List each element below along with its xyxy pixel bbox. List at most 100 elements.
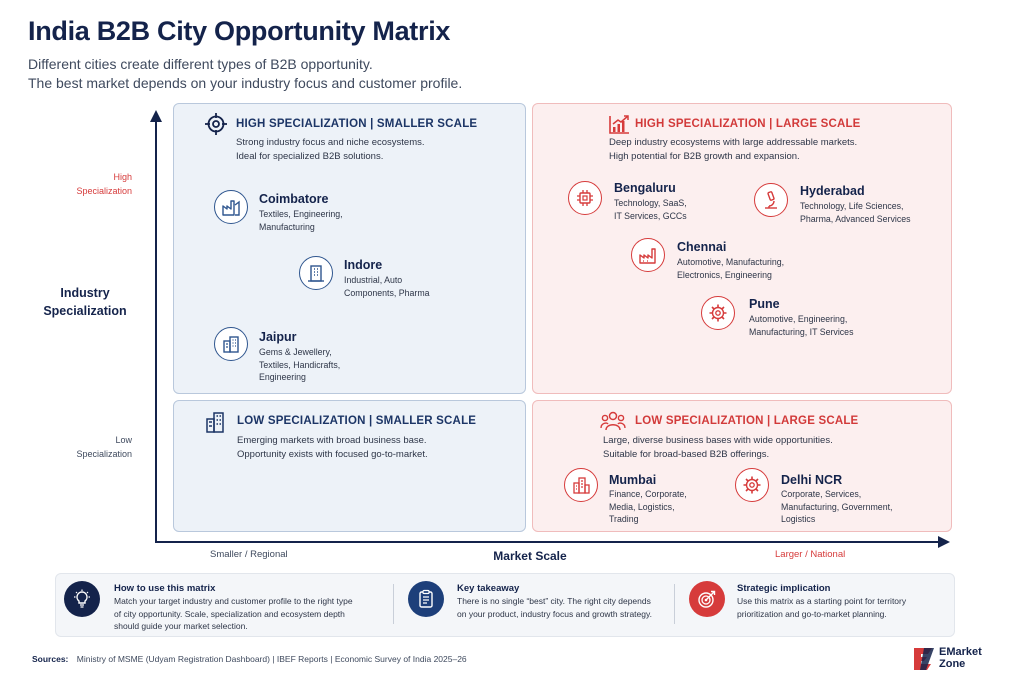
city-coimbatore-name: Coimbatore: [259, 192, 329, 206]
panel-how-to-text-2: of city opportunity. Scale, specializati…: [114, 608, 345, 619]
city-hyderabad-badge: [754, 183, 788, 217]
panel-how-to-text-1: Match your target industry and customer …: [114, 596, 353, 606]
city-mumbai-sectors-1: Finance, Corporate,: [609, 489, 687, 499]
panel-how-to-text: Match your target industry and customer …: [114, 595, 353, 633]
city-pune-badge: [701, 296, 735, 330]
emarket-zone-logo-icon: [914, 648, 934, 670]
chip-icon: [577, 190, 593, 206]
city-hyderabad-name: Hyderabad: [800, 184, 865, 198]
city-indore-badge: [299, 256, 333, 290]
city-bengaluru-name: Bengaluru: [614, 181, 676, 195]
x-axis-title: Market Scale: [493, 549, 567, 563]
x-right-label: Larger / National: [775, 549, 846, 560]
quadrant-hl-description: Deep industry ecosystems with large addr…: [609, 136, 857, 164]
gear-icon: [743, 476, 761, 494]
quadrant-ll-description: Large, diverse business bases with wide …: [603, 434, 833, 462]
city-jaipur-sectors-2: Textiles, Handicrafts,: [259, 359, 341, 370]
city-chennai-sectors-2: Electronics, Engineering: [677, 269, 772, 280]
panel-strategic-title: Strategic implication: [737, 583, 831, 594]
city-bengaluru-sectors-2: IT Services, GCCs: [614, 210, 687, 221]
y-low-label: Low Specialization: [40, 433, 132, 461]
city-chennai-name: Chennai: [677, 240, 727, 254]
city-hyderabad-sectors-2: Pharma, Advanced Services: [800, 213, 911, 224]
city-indore-sectors-1: Industrial, Auto: [344, 275, 403, 285]
city-hyderabad-sectors-1: Technology, Life Sciences,: [800, 201, 904, 211]
panel-takeaway-text-2: on your product, industry focus and grow…: [457, 608, 652, 619]
city-coimbatore-badge: [214, 190, 248, 224]
page-title: India B2B City Opportunity Matrix: [28, 16, 451, 46]
logo-line-2: Zone: [939, 658, 966, 670]
quadrant-ll-heading: LOW SPECIALIZATION | LARGE SCALE: [635, 415, 859, 427]
quadrant-high-spec-large-scale: [532, 103, 952, 394]
panel-takeaway-text: There is no single “best” city. The righ…: [457, 595, 652, 620]
panel-takeaway-text-1: There is no single “best” city. The righ…: [457, 596, 651, 606]
y-low-label-1: Low: [115, 435, 132, 445]
quadrant-hs-desc-2: Ideal for specialized B2B solutions.: [236, 151, 384, 162]
quadrant-ls-desc-2: Opportunity exists with focused go-to-ma…: [237, 449, 428, 460]
quadrant-ll-desc-1: Large, diverse business bases with wide …: [603, 435, 833, 446]
target-badge: [689, 581, 725, 617]
quadrant-hs-heading: HIGH SPECIALIZATION | SMALLER SCALE: [236, 118, 478, 130]
y-high-label-2: Specialization: [76, 186, 132, 196]
panel-takeaway-title: Key takeaway: [457, 583, 520, 594]
city-pune-sectors-1: Automotive, Engineering,: [749, 314, 848, 324]
city-indore-sectors-2: Components, Pharma: [344, 287, 430, 298]
city-bengaluru-badge: [568, 181, 602, 215]
y-high-label: High Specialization: [40, 170, 132, 198]
panel-strategic-text-1: Use this matrix as a starting point for …: [737, 596, 907, 606]
sources-label: Sources:: [32, 654, 69, 664]
microscope-icon: [765, 191, 777, 209]
city-jaipur-sectors-1: Gems & Jewellery,: [259, 347, 332, 357]
city-chennai-sectors: Automotive, Manufacturing, Electronics, …: [677, 256, 784, 281]
target-icon: [698, 590, 716, 608]
gear-icon: [709, 304, 727, 322]
y-axis-arrow: [150, 110, 162, 122]
x-left-label: Smaller / Regional: [210, 549, 288, 560]
city-chennai-badge: [631, 238, 665, 272]
quadrant-hl-heading: HIGH SPECIALIZATION | LARGE SCALE: [635, 118, 861, 130]
x-axis-arrow: [938, 536, 950, 548]
buildings-icon: [223, 336, 239, 353]
city-jaipur-badge: [214, 327, 248, 361]
city-coimbatore-sectors: Textiles, Engineering, Manufacturing: [259, 208, 343, 233]
panel-divider-2: [674, 584, 675, 624]
y-high-label-1: High: [113, 172, 132, 182]
quadrant-ls-description: Emerging markets with broad business bas…: [237, 434, 428, 462]
clipboard-icon: [419, 589, 433, 608]
insights-panel: [55, 573, 955, 637]
sources-text: Ministry of MSME (Udyam Registration Das…: [76, 654, 467, 664]
quadrant-ll-desc-2: Suitable for broad-based B2B offerings.: [603, 449, 770, 460]
city-bengaluru-sectors: Technology, SaaS, IT Services, GCCs: [614, 197, 687, 222]
y-axis-title: Industry Specialization: [30, 284, 140, 320]
logo-line-1: EMarket: [939, 646, 982, 658]
panel-divider-1: [393, 584, 394, 624]
y-low-label-2: Specialization: [76, 449, 132, 459]
clipboard-badge: [408, 581, 444, 617]
city-delhi-ncr-sectors-1: Corporate, Services,: [781, 489, 862, 499]
y-axis-title-1: Industry: [60, 286, 110, 300]
quadrant-hl-desc-2: High potential for B2B growth and expans…: [609, 151, 800, 162]
office-building-icon: [206, 412, 224, 433]
target-icon: [205, 113, 227, 135]
city-delhi-ncr-sectors-3: Logistics: [781, 514, 816, 524]
quadrant-hl-desc-1: Deep industry ecosystems with large addr…: [609, 137, 858, 148]
panel-strategic-text: Use this matrix as a starting point for …: [737, 595, 906, 620]
panel-strategic-text-2: prioritization and go-to-market planning…: [737, 608, 887, 619]
city-mumbai-name: Mumbai: [609, 473, 657, 487]
skyline-icon: [573, 477, 590, 494]
city-mumbai-sectors-3: Trading: [609, 514, 639, 524]
quadrant-low-spec-large-scale: [532, 400, 952, 532]
city-jaipur-name: Jaipur: [259, 330, 297, 344]
city-delhi-ncr-badge: [735, 468, 769, 502]
quadrant-ls-heading: LOW SPECIALIZATION | SMALLER SCALE: [237, 415, 477, 427]
building-icon: [308, 265, 324, 282]
factory-icon: [639, 248, 656, 264]
sources-line: Sources: Ministry of MSME (Udyam Registr…: [32, 654, 467, 664]
city-mumbai-badge: [564, 468, 598, 502]
quadrant-hs-desc-1: Strong industry focus and niche ecosyste…: [236, 137, 425, 148]
factory-icon: [222, 200, 240, 216]
city-coimbatore-sectors-1: Textiles, Engineering,: [259, 209, 343, 219]
city-pune-sectors: Automotive, Engineering, Manufacturing, …: [749, 313, 853, 338]
growth-chart-icon: [609, 115, 629, 134]
city-pune-name: Pune: [749, 297, 780, 311]
